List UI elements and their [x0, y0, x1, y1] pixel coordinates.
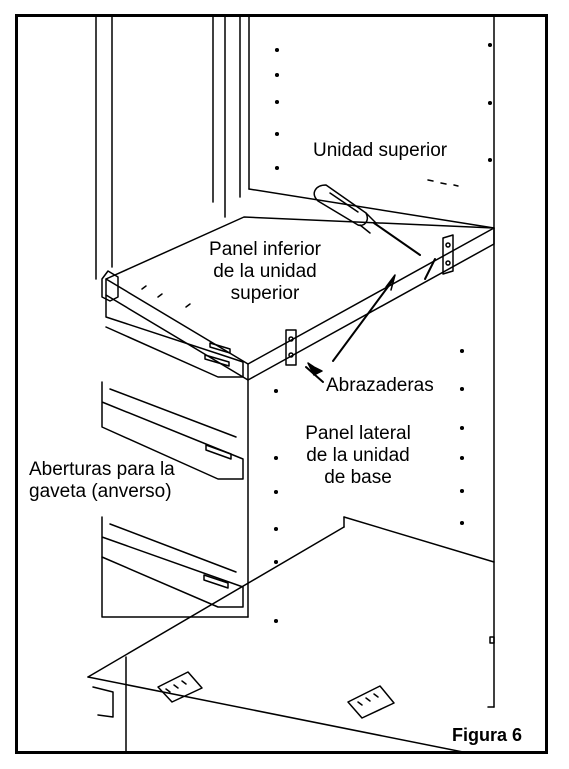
bracket-icon: [157, 671, 203, 703]
drawer-openings-label-line2: gaveta (anverso): [29, 481, 172, 502]
base-unit-bottom: [87, 516, 495, 751]
figure-label: Figura 6: [452, 725, 523, 745]
assembly-illustration: [87, 17, 495, 751]
arrow-icon: [305, 258, 436, 383]
drawer-openings: [101, 294, 249, 618]
drawer-openings-label-line1: Aberturas para la: [29, 459, 175, 480]
upper-unit-label: Unidad superior: [313, 140, 448, 161]
side-panel-label: Panel lateral de la unidad de base: [288, 423, 428, 489]
bottom-panel-label-line3: superior: [230, 283, 300, 304]
side-panel-label-line2: de la unidad: [306, 445, 410, 466]
drawer-openings-label: Aberturas para la gaveta (anverso): [29, 459, 175, 503]
bottom-panel-label: Panel inferior de la unidad superior: [200, 239, 330, 305]
bottom-panel-label-line1: Panel inferior: [209, 239, 321, 260]
bracket-icon: [347, 685, 395, 719]
bracket-icon: [442, 234, 454, 275]
base-unit-side-panel: [247, 227, 495, 708]
bottom-panel-label-line2: de la unidad: [213, 261, 317, 282]
side-panel-label-line3: de base: [324, 467, 392, 488]
upper-unit-body: [95, 17, 495, 280]
screwdriver-icon: [313, 184, 421, 256]
bracket-icon: [285, 329, 297, 366]
brackets-label: Abrazaderas: [326, 375, 434, 396]
side-panel-label-line1: Panel lateral: [305, 423, 411, 444]
figure-frame: Unidad superior Panel inferior de la uni…: [15, 14, 548, 754]
